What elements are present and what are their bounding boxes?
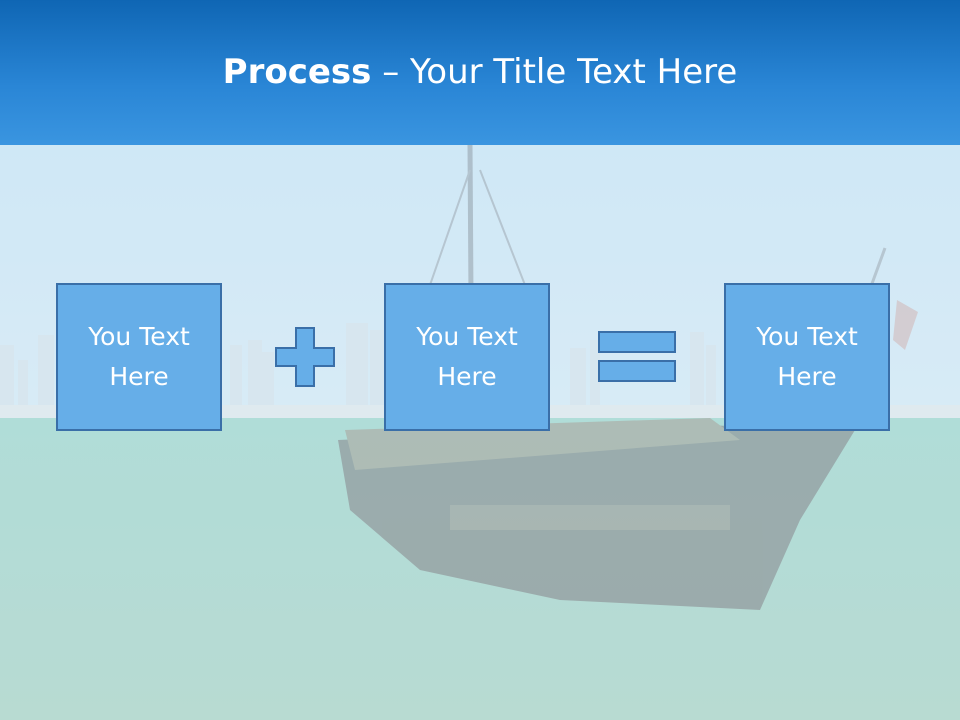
title-separator: – — [371, 52, 411, 92]
equals-icon — [598, 331, 676, 382]
title-text: Your Title Text Here — [410, 52, 738, 92]
page-title: Process – Your Title Text Here — [0, 52, 960, 92]
process-box-3[interactable]: You Text Here — [724, 283, 890, 431]
process-box-3-text: You Text Here — [756, 322, 858, 391]
title-bold: Process — [222, 52, 372, 92]
process-box-2[interactable]: You Text Here — [384, 283, 550, 431]
plus-icon — [275, 327, 335, 387]
process-box-2-text: You Text Here — [416, 322, 518, 391]
title-bar — [0, 0, 960, 145]
process-box-1-text: You Text Here — [88, 322, 190, 391]
process-box-1[interactable]: You Text Here — [56, 283, 222, 431]
